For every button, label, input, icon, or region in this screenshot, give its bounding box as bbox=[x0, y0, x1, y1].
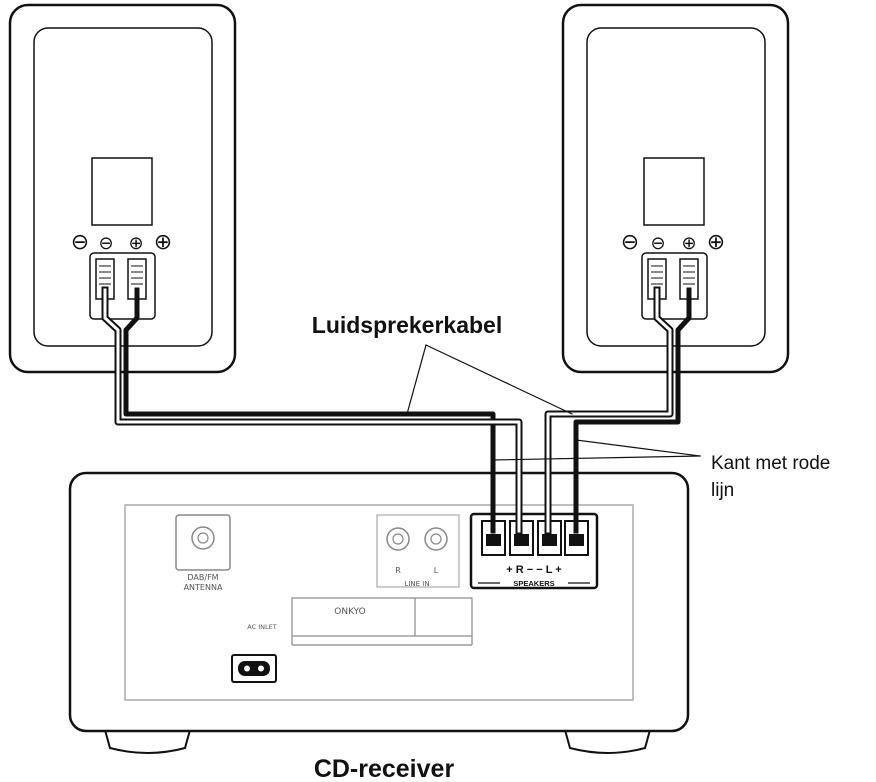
cd-receiver: DAB/FM ANTENNA R L LINE IN AC INLET ONKY… bbox=[68, 471, 690, 754]
red-line-pointer-1 bbox=[575, 439, 701, 457]
red-line-pointer-2 bbox=[492, 455, 701, 461]
line-in-r-label: R bbox=[395, 566, 401, 575]
outer-plus-symbol: ⊕ bbox=[154, 229, 172, 254]
left-speaker: ⊖ ⊖ ⊕ ⊕ bbox=[8, 3, 237, 374]
brand-logo: ONKYO bbox=[334, 607, 366, 617]
red-line-side-label-line2: lijn bbox=[711, 480, 734, 501]
outer-minus-symbol: ⊖ bbox=[621, 229, 639, 254]
inner-plus-symbol: ⊕ bbox=[128, 233, 143, 253]
brand-plate bbox=[291, 597, 473, 637]
antenna-label-line2: ANTENNA bbox=[184, 583, 223, 592]
ac-inlet-label: AC INLET bbox=[247, 623, 276, 631]
left-cable-black-wire bbox=[123, 287, 496, 534]
antenna-label-line1: DAB/FM bbox=[187, 573, 218, 582]
speakers-label: SPEAKERS bbox=[513, 579, 554, 588]
right-speaker: ⊖ ⊖ ⊕ ⊕ bbox=[561, 3, 790, 374]
receiver-label: CD-receiver bbox=[314, 755, 455, 782]
outer-plus-symbol: ⊕ bbox=[707, 229, 725, 254]
line-in-label: LINE IN bbox=[404, 580, 429, 588]
ac-inlet-holes bbox=[238, 661, 270, 676]
cable-pointer-right bbox=[425, 344, 573, 415]
speaker-label-plate bbox=[643, 157, 705, 226]
cable-pointer-left bbox=[406, 344, 427, 415]
speaker-label-plate bbox=[91, 157, 153, 226]
speaker-polarity-label: + R − − L + bbox=[506, 564, 561, 576]
right-cable-white-wire bbox=[546, 288, 672, 533]
inner-minus-symbol: ⊖ bbox=[650, 233, 665, 253]
outer-minus-symbol: ⊖ bbox=[71, 229, 89, 254]
receiver-foot-right bbox=[563, 729, 652, 754]
inner-minus-symbol: ⊖ bbox=[98, 233, 113, 253]
line-in-frame bbox=[376, 514, 460, 588]
line-in-l-label: L bbox=[434, 566, 439, 575]
left-cable-white-wire bbox=[103, 288, 521, 533]
receiver-foot-left bbox=[103, 729, 192, 754]
speaker-cable-label: Luidsprekerkabel bbox=[312, 312, 502, 338]
red-line-side-label-line1: Kant met rode bbox=[711, 453, 830, 474]
speaker-cables bbox=[101, 286, 701, 535]
inner-plus-symbol: ⊕ bbox=[681, 233, 696, 253]
